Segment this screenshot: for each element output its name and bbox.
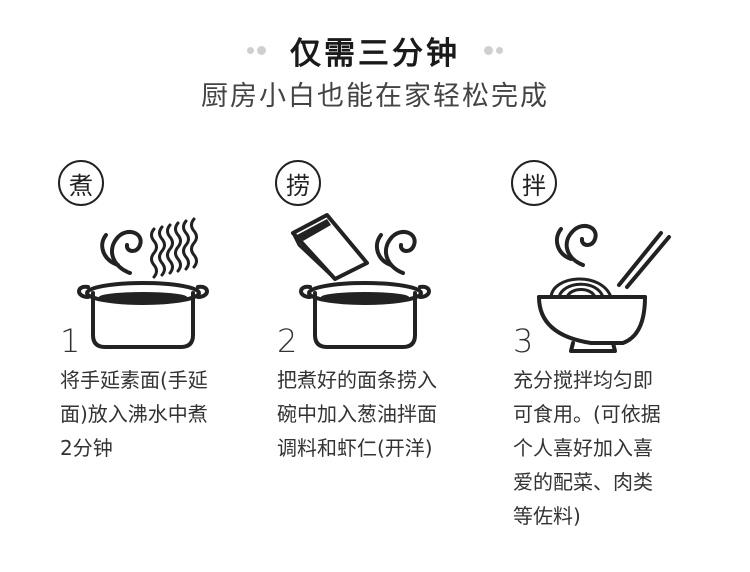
- step-description-line: 爱的配菜、肉类: [513, 470, 653, 494]
- step-number: 2: [277, 322, 298, 360]
- step-badge: 捞: [275, 160, 321, 206]
- step-badge: 煮: [58, 160, 104, 206]
- pot-with-steam-and-noodles-icon: [77, 217, 209, 349]
- step-description: 充分搅拌均匀即 可食用。(可依据 个人喜好加入喜 爱的配菜、肉类 等佐料): [513, 363, 678, 533]
- step-description-line: 充分搅拌均匀即: [513, 368, 653, 392]
- step-description-line: 将手延素面(手延: [60, 368, 208, 392]
- step-description-line: 可食用。(可依据: [513, 402, 661, 426]
- pot-with-seasoning-packet-icon: [291, 213, 431, 349]
- step-number: 3: [513, 322, 534, 360]
- step-description-line: 等佐料): [513, 504, 581, 528]
- title-right-dots: [484, 45, 503, 55]
- page-subtitle: 厨房小白也能在家轻松完成: [201, 81, 549, 112]
- step-description-line: 个人喜好加入喜: [513, 436, 653, 460]
- step-description-line: 2分钟: [60, 436, 113, 460]
- step-description-line: 面)放入沸水中煮: [60, 402, 208, 426]
- noodle-bowl-with-chopsticks-icon: [537, 223, 671, 353]
- step-description: 将手延素面(手延 面)放入沸水中煮 2分钟: [60, 363, 235, 465]
- title-left-dots: [247, 45, 266, 55]
- title-row: 仅需三分钟: [0, 30, 750, 72]
- step-number: 1: [60, 322, 81, 360]
- step-description-line: 碗中加入葱油拌面: [277, 402, 437, 426]
- page-title: 仅需三分钟: [290, 35, 460, 72]
- step-description-line: 调料和虾仁(开洋): [277, 436, 433, 460]
- step-description: 把煮好的面条捞入 碗中加入葱油拌面 调料和虾仁(开洋): [277, 363, 452, 465]
- step-description-line: 把煮好的面条捞入: [277, 368, 437, 392]
- step-badge: 拌: [511, 160, 557, 206]
